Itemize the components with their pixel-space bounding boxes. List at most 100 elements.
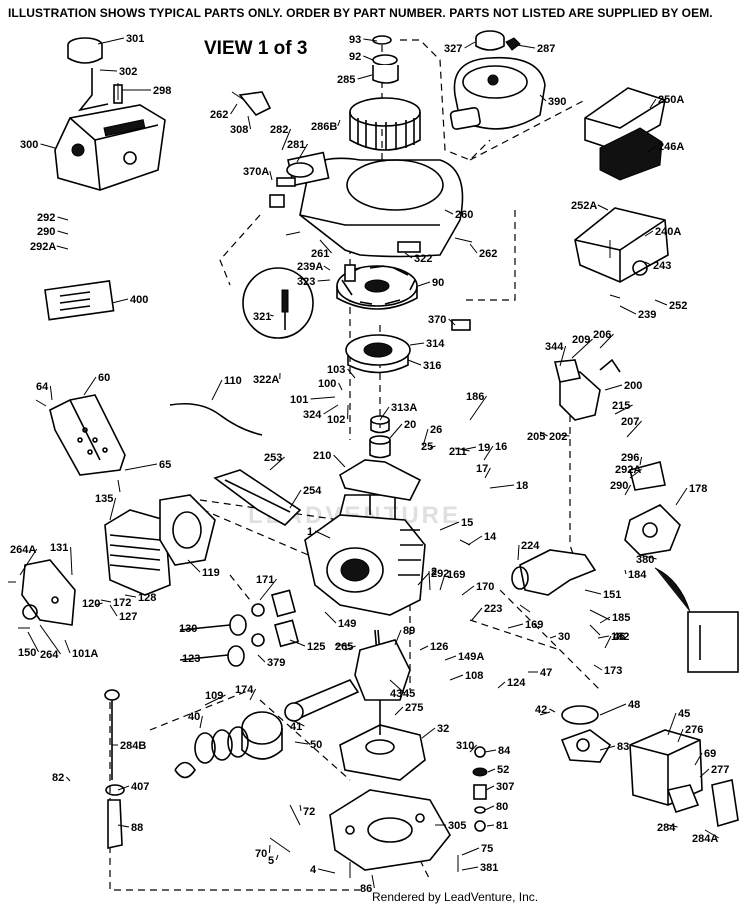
part-callout-284: 284 [657, 822, 676, 834]
callout-leader [486, 824, 495, 827]
part-callout-246a: 246A [658, 141, 684, 153]
part-callout-150: 150 [18, 647, 36, 659]
part-callout-2: 2 [431, 566, 437, 578]
part-callout-75: 75 [481, 843, 493, 855]
fuel-pump [560, 705, 612, 763]
part-callout-262: 262 [479, 248, 497, 260]
part-callout-26: 26 [430, 424, 442, 436]
assembly-guide-lines [109, 39, 601, 891]
callout-leader [639, 456, 643, 466]
part-callout-285: 285 [337, 74, 355, 86]
part-callout-300: 300 [20, 139, 38, 151]
part-callout-292a: 292A [30, 241, 56, 253]
part-callout-243: 243 [653, 260, 671, 272]
callout-leader [419, 645, 429, 651]
callout-leader [517, 544, 520, 561]
callout-leader [319, 239, 332, 254]
part-callout-102: 102 [327, 414, 345, 426]
part-callout-41: 41 [290, 721, 302, 733]
callout-leader [124, 594, 137, 598]
part-callout-32: 32 [437, 723, 449, 735]
callout-leader [604, 635, 612, 649]
callout-leader [484, 467, 491, 479]
part-callout-84: 84 [498, 745, 511, 757]
callout-leader [704, 829, 720, 839]
callout-leader [599, 333, 614, 349]
part-callout-83: 83 [617, 741, 629, 753]
callout-leader [317, 279, 331, 282]
callout-leader [444, 655, 457, 661]
callout-leader [66, 776, 71, 782]
detail-box-379 [654, 567, 739, 673]
callout-leader [40, 143, 56, 149]
callout-leader [497, 681, 506, 689]
part-callout-20: 20 [404, 419, 416, 431]
callout-leader [281, 128, 292, 151]
callout-leader [639, 554, 657, 560]
callout-leader [448, 318, 456, 326]
callout-leader [417, 281, 431, 287]
callout-leader [57, 230, 69, 235]
part-callout-239a: 239A [297, 261, 323, 273]
callout-leader [399, 689, 402, 694]
part-callout-261: 261 [311, 248, 329, 260]
part-callout-284a: 284A [692, 833, 718, 845]
callout-leader [318, 868, 336, 874]
part-callout-287: 287 [537, 43, 555, 55]
callout-leader [324, 611, 337, 624]
part-callout-262: 262 [210, 109, 228, 121]
callout-leader [314, 530, 331, 539]
callout-leader [269, 170, 273, 181]
part-callout-313a: 313A [391, 402, 417, 414]
part-callout-169: 169 [525, 619, 543, 631]
part-callout-149a: 149A [458, 651, 484, 663]
part-callout-178: 178 [689, 483, 707, 495]
callout-leader [64, 639, 71, 654]
part-callout-131: 131 [50, 542, 68, 554]
part-callout-72: 72 [303, 806, 315, 818]
callout-leader [100, 599, 112, 603]
part-callout-108: 108 [465, 670, 483, 682]
part-callout-80: 80 [496, 801, 508, 813]
part-callout-93: 93 [349, 34, 361, 46]
callout-leader [357, 74, 373, 80]
part-callout-109: 109 [205, 690, 223, 702]
part-callout-310: 310 [456, 740, 474, 752]
callout-leader [461, 446, 477, 451]
part-callout-89: 89 [403, 625, 415, 637]
callout-leader [407, 359, 422, 366]
callout-leader [57, 216, 69, 221]
callout-leader [199, 715, 203, 729]
part-callout-184: 184 [628, 569, 647, 581]
callout-leader [296, 143, 309, 163]
callout-leader [417, 572, 430, 586]
part-callout-127: 127 [119, 611, 137, 623]
callout-leader [379, 406, 390, 421]
part-callout-52: 52 [497, 764, 509, 776]
part-callout-25: 25 [421, 441, 433, 453]
part-callout-17: 17 [476, 463, 488, 475]
header-notice: ILLUSTRATION SHOWS TYPICAL PARTS ONLY. O… [8, 6, 713, 20]
callout-leader [428, 570, 431, 591]
callout-leader [363, 38, 378, 42]
part-callout-290: 290 [37, 226, 55, 238]
part-callout-45: 45 [403, 688, 415, 700]
part-callout-380: 380 [636, 554, 654, 566]
part-callout-174: 174 [235, 684, 254, 696]
part-callout-90: 90 [432, 277, 444, 289]
part-callout-47: 47 [540, 667, 552, 679]
callout-leader [487, 768, 496, 773]
credit-text: Rendered by LeadVenture, Inc. [372, 890, 539, 904]
callout-leader [599, 616, 611, 624]
callout-leader [485, 785, 495, 791]
part-callout-18: 18 [516, 480, 528, 492]
part-callout-14: 14 [484, 531, 497, 543]
part-callout-211: 211 [449, 446, 467, 458]
part-callout-170: 170 [476, 581, 494, 593]
part-callout-45: 45 [678, 708, 690, 720]
callout-leader [27, 631, 40, 653]
callout-leader [644, 261, 652, 266]
part-callout-123: 123 [182, 653, 200, 665]
part-callout-110: 110 [224, 375, 242, 387]
